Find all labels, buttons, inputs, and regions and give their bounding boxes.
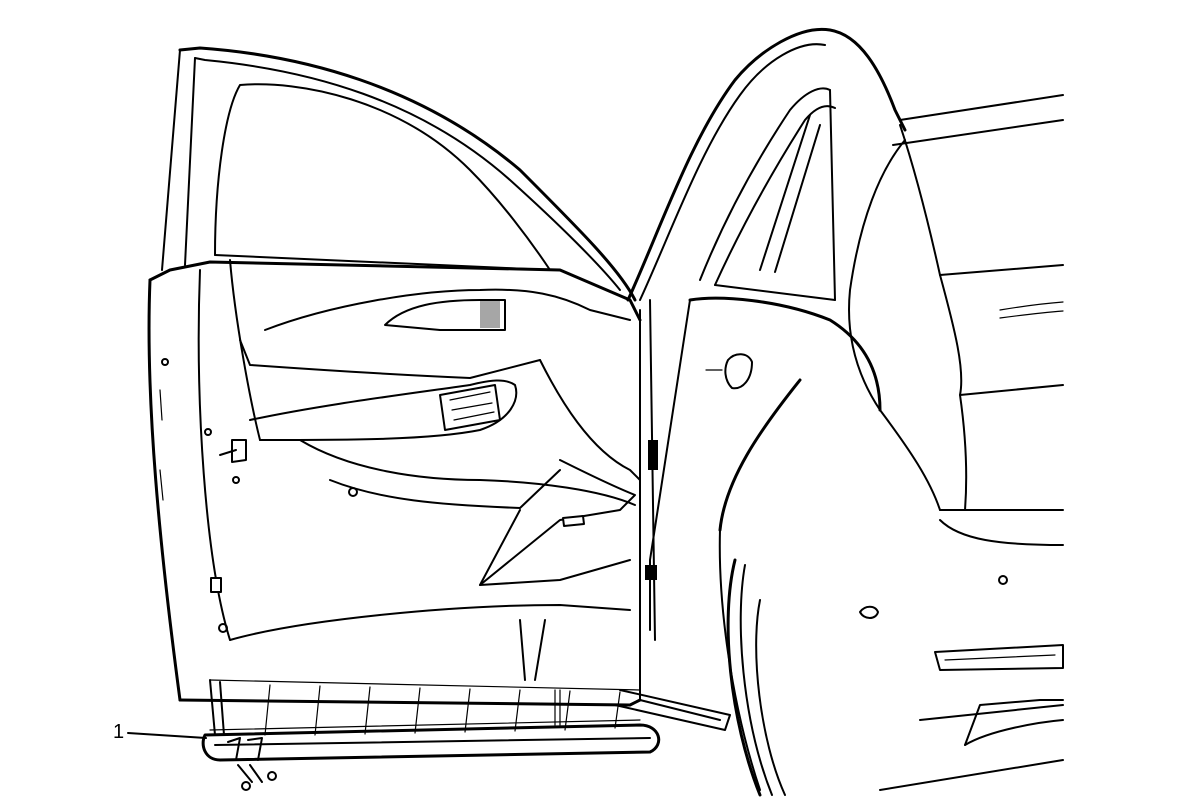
vehicle-body — [614, 27, 1064, 797]
rocker-panel-molding — [201, 679, 661, 791]
callout-leader-line — [127, 732, 207, 739]
front-door — [147, 46, 642, 707]
callout-number-label: 1 — [113, 721, 125, 743]
